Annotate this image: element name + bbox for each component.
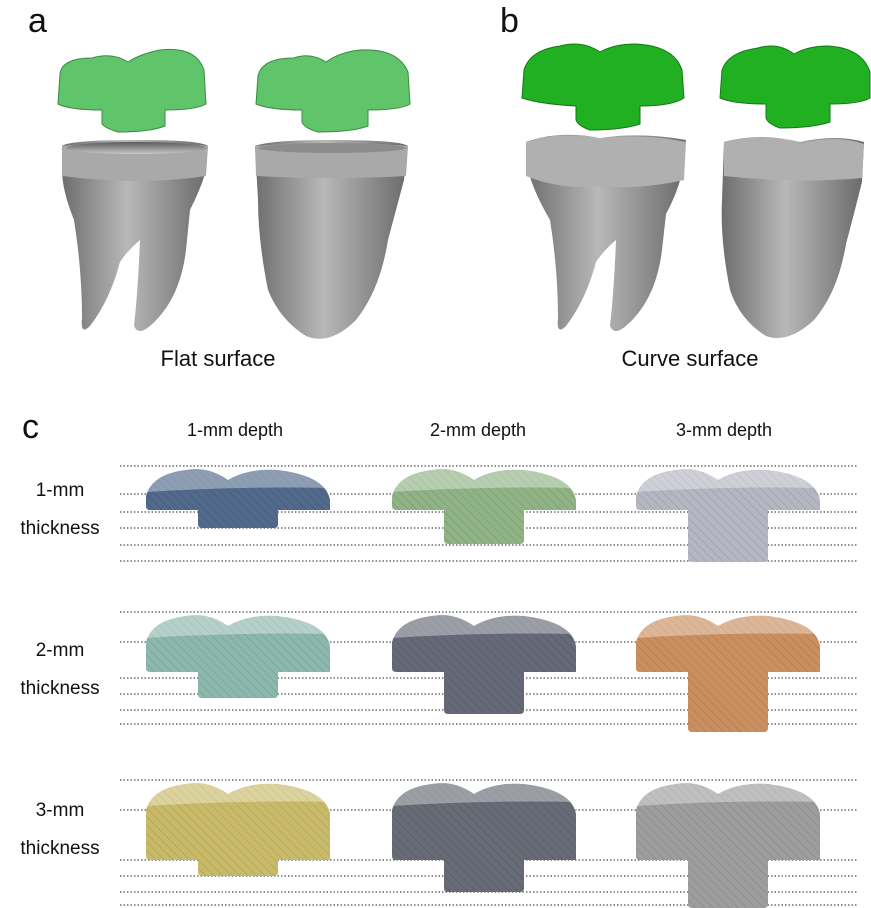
inlay-curve-left <box>522 44 684 130</box>
inlay-grid <box>146 469 820 908</box>
tooth-flat-left <box>62 140 208 331</box>
inlay-curve-right <box>720 46 870 128</box>
tooth-curve-right <box>722 137 864 338</box>
inlay-section-row3-col1 <box>146 783 330 876</box>
inlay-flat-left <box>58 49 206 132</box>
inlay-section-row2-col1 <box>146 615 330 698</box>
inlay-section-row2-col2 <box>392 615 576 714</box>
inlay-section-row2-col3 <box>636 615 820 732</box>
inlay-section-row1-col2 <box>392 469 576 544</box>
inlay-section-row1-col3 <box>636 469 820 562</box>
inlay-flat-right <box>256 50 410 132</box>
inlay-section-row1-col1 <box>146 469 330 528</box>
inlay-section-row3-col3 <box>636 783 820 908</box>
tooth-flat-right <box>255 140 408 339</box>
tooth-curve-left <box>526 135 686 331</box>
